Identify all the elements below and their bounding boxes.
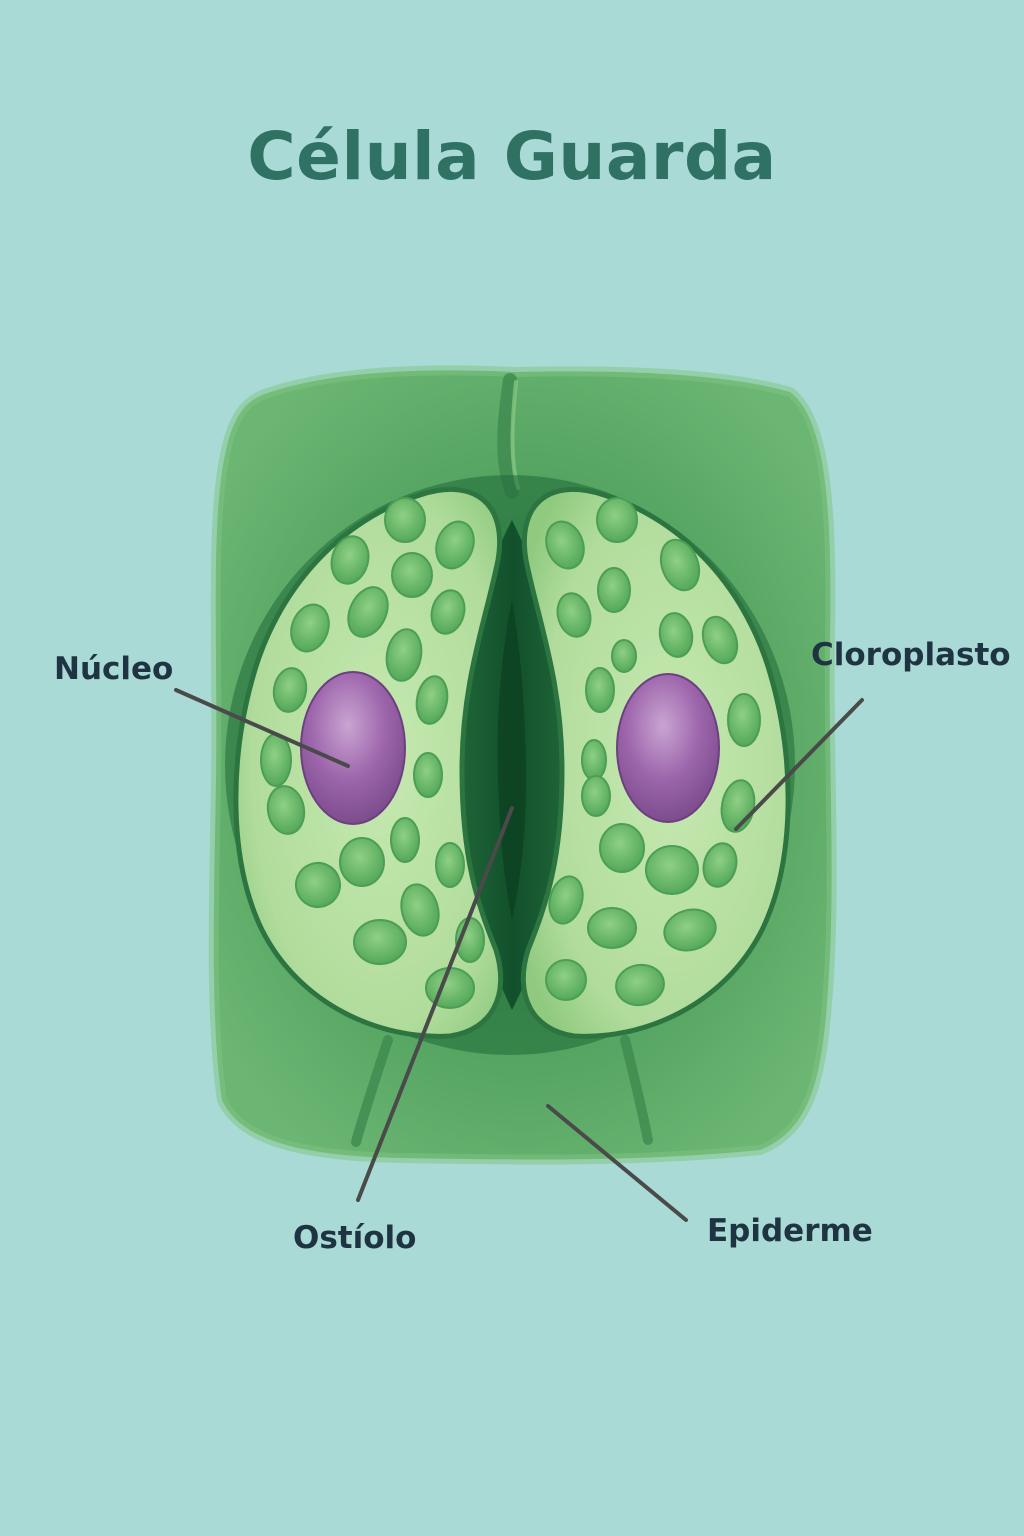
chloroplast-icon (413, 752, 443, 798)
chloroplast-icon (390, 817, 420, 863)
chloroplast-icon (645, 845, 699, 895)
chloroplast-icon (272, 667, 308, 713)
epidermis-bottom-crease-right (620, 1035, 653, 1145)
leader-line-nucleus (174, 688, 350, 768)
chloroplast-icon (266, 785, 306, 835)
chloroplast-icon (663, 908, 717, 952)
leader-line-epidermis (546, 1104, 688, 1222)
chloroplast-icon (290, 603, 330, 653)
chloroplast-icon (658, 612, 694, 658)
chloroplast-icon (585, 667, 615, 713)
right-nucleus (616, 673, 720, 823)
chloroplast-icon (425, 967, 475, 1009)
chloroplast-icon (391, 552, 433, 598)
diagram-title: Célula Guarda (247, 118, 777, 195)
chloroplast-icon (727, 693, 761, 747)
chloroplast-icon (702, 842, 738, 888)
chloroplast-icon (556, 592, 592, 638)
leader-lines (174, 688, 864, 1222)
right-chloroplasts (545, 497, 761, 1007)
chloroplast-icon (611, 639, 637, 673)
chloroplast-icon (384, 497, 426, 543)
chloroplast-icon (599, 823, 645, 873)
chloroplast-icon (701, 615, 739, 665)
chloroplast-icon (615, 963, 665, 1007)
chloroplast-icon (353, 919, 407, 965)
epidermis-bottom-crease-left (351, 1035, 393, 1147)
chloroplast-icon (597, 567, 631, 613)
chloroplast-icon (415, 675, 449, 725)
label-ostiole: Ostíolo (293, 1220, 417, 1256)
chloroplast-icon (339, 837, 385, 887)
chloroplast-icon (295, 862, 341, 908)
epidermis-haze (208, 365, 837, 1165)
left-chloroplasts (260, 497, 485, 1009)
chloroplast-icon (596, 497, 638, 543)
chloroplast-icon (330, 535, 370, 585)
label-nucleus: Núcleo (54, 651, 174, 687)
chloroplast-icon (545, 959, 587, 1001)
left-nucleus (300, 671, 406, 825)
chloroplast-icon (347, 586, 389, 638)
leader-line-ostiole (356, 806, 514, 1202)
chloroplast-icon (659, 538, 701, 592)
chloroplast-icon (435, 520, 475, 570)
label-chloroplast: Cloroplasto (811, 637, 1011, 673)
label-epidermis: Epiderme (707, 1213, 873, 1249)
chloroplast-icon (430, 589, 466, 635)
chloroplast-icon (385, 628, 423, 682)
chloroplast-icon (581, 739, 607, 781)
chloroplast-icon (260, 733, 292, 787)
chloroplast-icon (587, 907, 637, 949)
chloroplast-icon (581, 775, 611, 817)
leader-line-chloroplast (734, 698, 864, 831)
chloroplast-icon (545, 520, 585, 570)
ostiole-inner-slit (497, 600, 526, 920)
chloroplast-icon (435, 842, 465, 888)
chloroplast-icon (548, 875, 584, 925)
chloroplast-icon (400, 883, 440, 937)
